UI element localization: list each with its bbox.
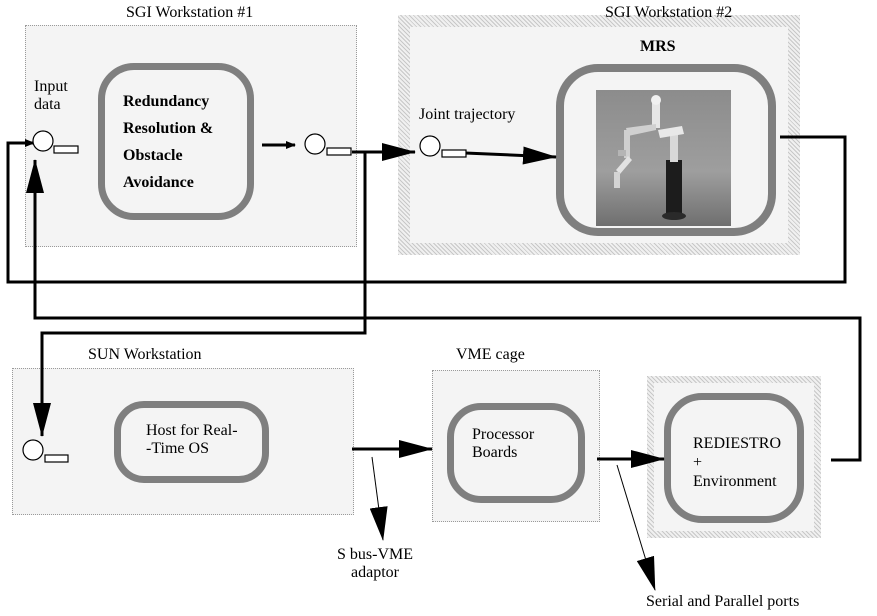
sun-input-port [22,439,69,463]
input-port [32,130,79,154]
module-line-3: Obstacle [123,147,183,164]
ports-pointer-line [616,464,656,591]
sbus-line-2: adaptor [351,563,399,581]
rediestro-line-3: Environment [693,473,777,491]
module1-output-port [304,133,352,156]
module-line-4: Avoidance [123,174,194,191]
sun-workstation-title: SUN Workstation [88,346,202,363]
module-line-1: Redundancy [123,93,210,110]
sbus-vme-adaptor-label: S bus-VME adaptor [337,546,413,581]
to-sun-wire [33,152,367,437]
rediestro-label: REDIESTRO + Environment [693,434,781,492]
processor-boards-module [447,403,585,503]
module-line-2: Resolution & [123,120,214,137]
robot-simulation-image [596,90,731,226]
redundancy-resolution-module [98,63,254,220]
rediestro-line-1: REDIESTRO [693,435,781,452]
host-line-2: -Time OS [146,440,209,458]
rediestro-module [664,393,804,523]
host-line-1: Host for Real- [146,422,238,439]
processor-line-1: Processor [472,426,535,443]
rediestro-feedback-wire [26,159,862,462]
host-realtime-module [114,401,269,483]
joint-trajectory-label: Joint trajectory [419,106,516,123]
rediestro-line-2: + [693,454,703,472]
mrs-label: MRS [640,38,676,55]
sgi-workstation-1-title: SGI Workstation #1 [126,4,254,21]
processor-line-2: Boards [472,444,518,462]
sgi-workstation-2-title: SGI Workstation #2 [605,4,733,21]
redundancy-resolution-label: Redundancy Resolution & Obstacle Avoidan… [123,88,213,196]
sbus-pointer-line [369,456,388,541]
sbus-line-1: S bus-VME [337,546,414,563]
processor-boards-label: Processor Boards [472,426,534,463]
vme-cage-title: VME cage [456,346,525,363]
joint-trajectory-port [419,135,467,158]
joint-to-mrs-wire [464,146,557,165]
host-realtime-label: Host for Real- -Time OS [146,422,238,459]
mrs-feedback-wire [6,135,847,284]
serial-parallel-ports-label: Serial and Parallel ports [646,593,800,610]
